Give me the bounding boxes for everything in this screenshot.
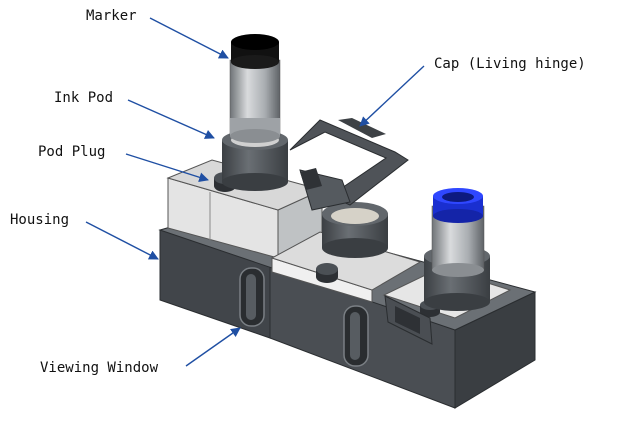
label-marker: Marker	[86, 8, 137, 24]
label-housing: Housing	[10, 212, 70, 228]
marker-right	[431, 188, 485, 277]
cap-living-hinge-closed	[384, 295, 433, 345]
label-cap: Cap (Living hinge)	[434, 56, 586, 72]
label-pod-plug: Pod Plug	[38, 144, 106, 160]
leader-marker	[149, 17, 229, 59]
leader-pod-plug	[125, 153, 209, 183]
leader-viewing-window	[185, 327, 241, 367]
leader-ink-pod	[127, 99, 215, 139]
marker-body	[229, 34, 281, 143]
leader-housing	[85, 221, 159, 260]
viewing-window-right	[343, 305, 369, 367]
pod-plug-middle	[316, 263, 338, 283]
label-ink-pod: Ink Pod	[54, 90, 114, 106]
leader-cap	[359, 65, 425, 127]
label-viewing-window: Viewing Window	[40, 360, 159, 376]
viewing-window-left	[239, 267, 265, 327]
cap-living-hinge-open	[289, 118, 409, 211]
ink-pod-middle	[322, 202, 388, 258]
